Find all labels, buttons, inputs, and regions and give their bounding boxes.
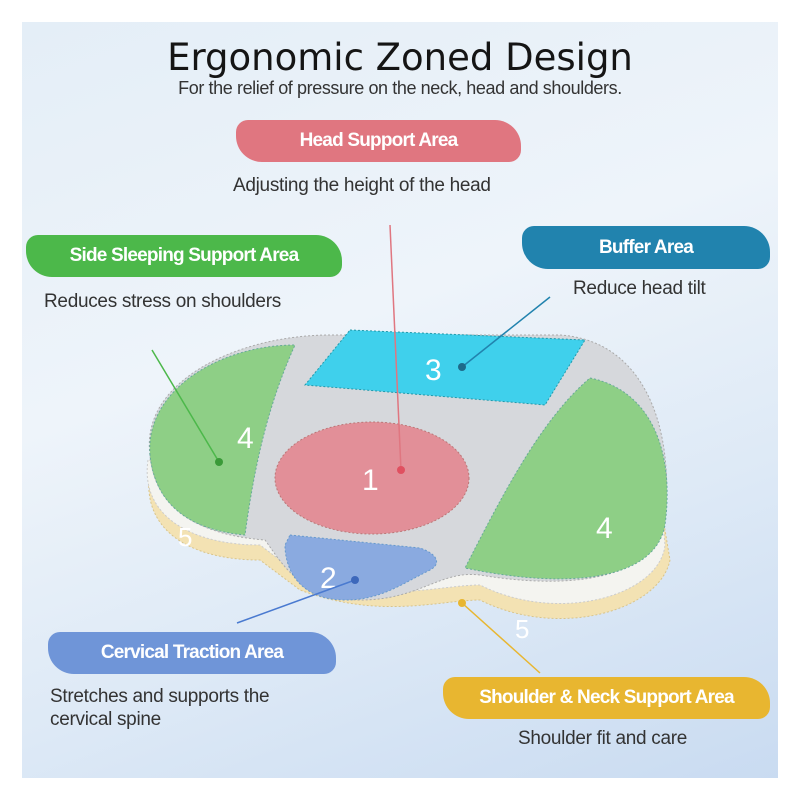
zone-number-5-left: 5 xyxy=(178,522,192,552)
zone-4-left xyxy=(149,344,296,536)
zone-1-head xyxy=(274,421,470,535)
zone-2-cervical xyxy=(284,534,438,601)
cervical-traction-label: Cervical Traction Area xyxy=(48,632,336,674)
leader-line-head xyxy=(389,224,402,471)
shoulder-neck-desc: Shoulder fit and care xyxy=(518,728,688,749)
shoulder-neck-label: Shoulder & Neck Support Area xyxy=(443,677,770,719)
leader-line-shoulder xyxy=(461,602,541,674)
zone-number-5-right: 5 xyxy=(515,614,529,644)
side-sleeping-desc: Reduces stress on shoulders xyxy=(44,291,281,312)
leader-line-buffer xyxy=(461,296,551,368)
zone-4-right xyxy=(464,377,668,580)
cervical-traction-desc-2: cervical spine xyxy=(50,709,161,730)
side-sleeping-label: Side Sleeping Support Area xyxy=(26,235,342,277)
leader-line-side xyxy=(151,349,220,463)
buffer-area-desc: Reduce head tilt xyxy=(573,278,706,299)
page-title: Ergonomic Zoned Design xyxy=(167,36,633,79)
leader-dot-cervical xyxy=(351,576,359,584)
leader-dot-side xyxy=(215,458,223,466)
zone-number-2: 2 xyxy=(320,562,337,595)
buffer-area-label: Buffer Area xyxy=(522,226,770,269)
zone-3-buffer xyxy=(304,329,586,406)
cervical-traction-desc-1: Stretches and supports the xyxy=(50,686,270,707)
leader-dot-shoulder xyxy=(458,599,466,607)
head-support-desc: Adjusting the height of the head xyxy=(233,175,491,196)
zone-number-4-right: 4 xyxy=(596,512,613,545)
leader-dot-head xyxy=(397,466,405,474)
leader-dot-buffer xyxy=(458,363,466,371)
zone-number-1: 1 xyxy=(362,464,379,497)
head-support-label: Head Support Area xyxy=(236,120,521,162)
leader-line-cervical xyxy=(236,579,356,624)
zone-number-4-left: 4 xyxy=(237,422,254,455)
subtitle: For the relief of pressure on the neck, … xyxy=(178,78,622,98)
zone-number-3: 3 xyxy=(425,354,442,387)
